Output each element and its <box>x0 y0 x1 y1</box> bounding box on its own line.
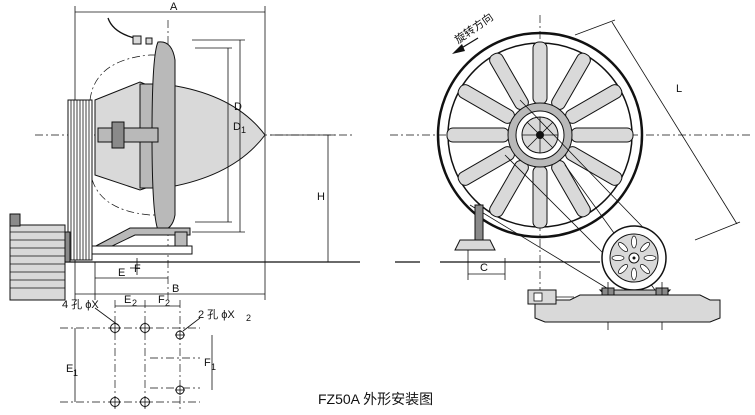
wall-mount <box>9 213 66 301</box>
svg-text:1: 1 <box>211 362 216 372</box>
motor-unit <box>601 225 667 291</box>
dim-e2-label: E <box>124 294 131 306</box>
front-view: 旋转方向 <box>390 10 750 330</box>
svg-text:2: 2 <box>132 298 137 308</box>
shaft <box>97 127 159 143</box>
support-post <box>454 204 496 251</box>
radiator-stack <box>59 99 93 263</box>
mounting-hole-small <box>175 330 185 340</box>
svg-text:2: 2 <box>246 313 251 323</box>
dim-l-line <box>611 21 738 225</box>
holes-2-label: 2 孔 ϕX <box>198 308 235 321</box>
svg-text:1: 1 <box>73 368 78 378</box>
hole-plan: 4 孔 ϕX E 2 F 2 2 孔 ϕX 2 E 1 F 1 <box>60 294 251 412</box>
holes-4-label: 4 孔 ϕX <box>62 298 99 311</box>
dim-d1-label: D <box>233 121 241 133</box>
dim-f2-label: F <box>158 294 165 306</box>
drawing-caption: FZ50A 外形安装图 <box>318 391 433 407</box>
dim-d-label: D <box>234 101 242 113</box>
dim-h-label: H <box>317 191 325 203</box>
dim-f1-label: F <box>204 357 211 369</box>
nose-cone <box>169 84 266 188</box>
mounting-hole <box>109 322 121 334</box>
dim-b-label: B <box>172 283 179 295</box>
dim-e1-label: E <box>66 363 73 375</box>
mounting-hole <box>139 322 151 334</box>
dim-a-label: A <box>170 1 178 13</box>
mounting-hole <box>109 396 121 408</box>
svg-text:1: 1 <box>241 125 246 135</box>
motor-base <box>527 282 721 330</box>
dim-f-label: F <box>134 263 141 275</box>
side-view: A <box>9 1 360 301</box>
power-cable <box>107 17 141 41</box>
svg-text:2: 2 <box>165 298 170 308</box>
dim-l-label: L <box>676 83 682 95</box>
mounting-hole-small <box>175 385 185 395</box>
dim-e-label: E <box>118 267 125 279</box>
dim-c-label: C <box>480 262 488 274</box>
wheel-rim-outer <box>436 31 644 239</box>
mounting-hole <box>139 396 151 408</box>
